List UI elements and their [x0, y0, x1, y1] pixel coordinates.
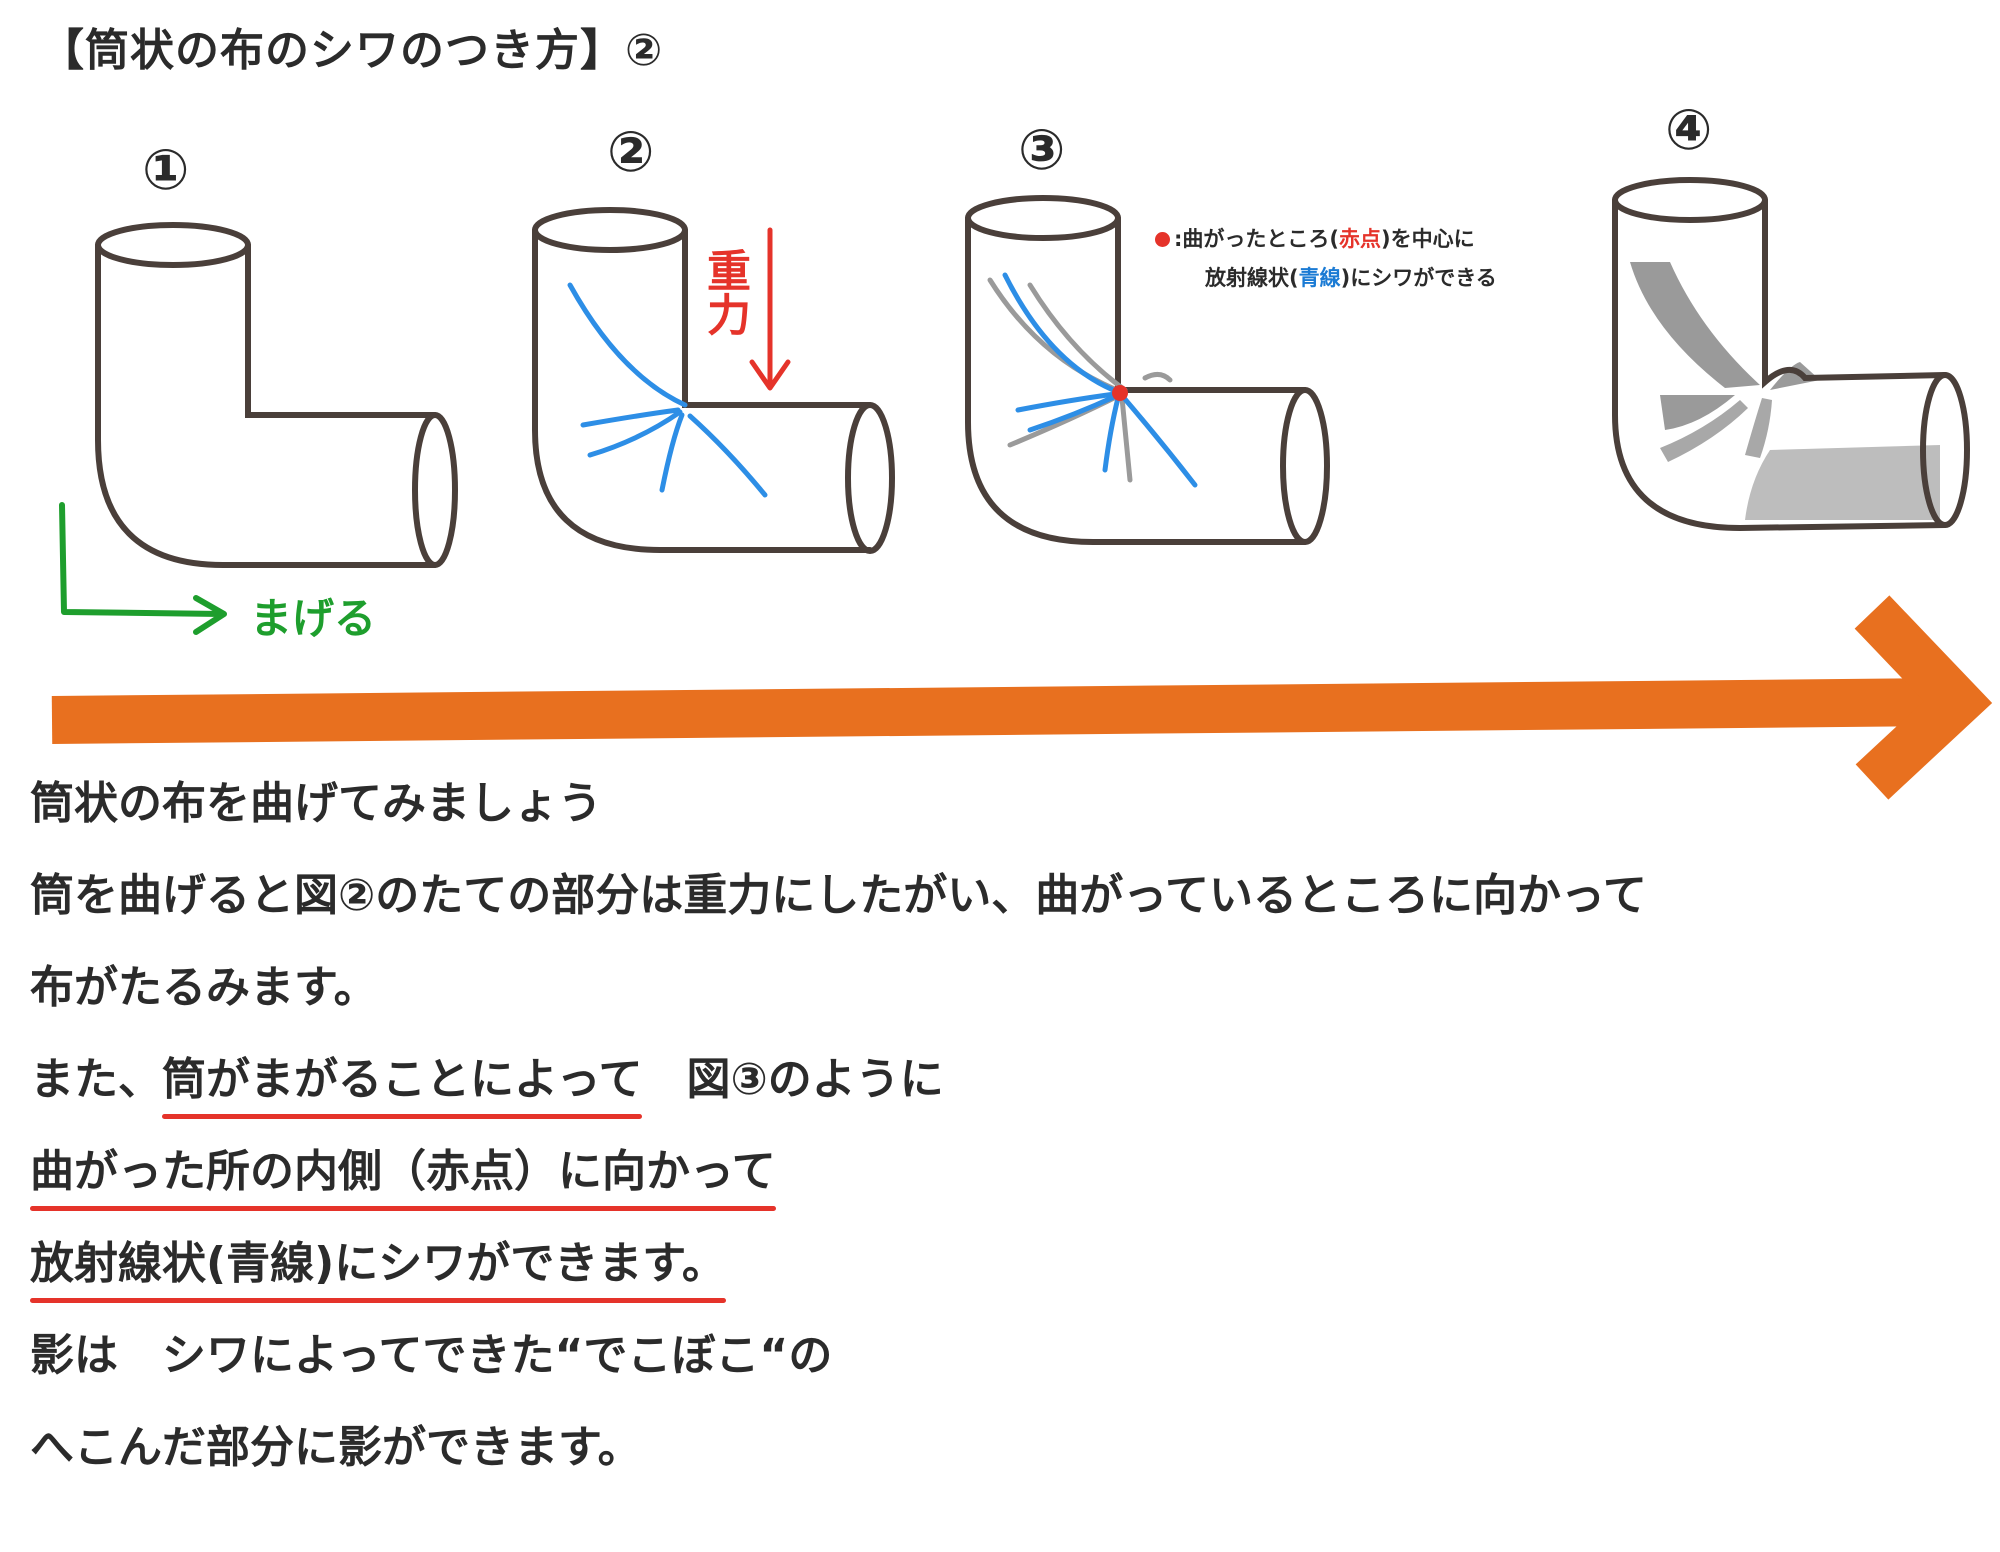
text-line-3: 布がたるみます。: [30, 962, 378, 1013]
bend-label: まげる: [250, 594, 377, 643]
underlined-phrase: 筒がまがることによって: [162, 1054, 643, 1105]
page-title: 【筒状の布のシワのつき方】②: [40, 25, 664, 76]
annotation-line-2: 放射線状(青線)にシワができる: [1205, 266, 1497, 290]
text-line-7: 影は シワによってできた“でこぼこ“の: [30, 1330, 833, 1381]
text-line-1: 筒状の布を曲げてみましょう: [30, 778, 602, 829]
shadow-shapes-4: [1630, 262, 1940, 520]
text-line-6: 放射線状(青線)にシワができます。: [30, 1238, 726, 1289]
annotation-line-1: :曲がったところ(赤点)を中心に: [1155, 223, 1475, 253]
elbow-tube-4: [1612, 177, 1970, 532]
text-line-2: 筒を曲げると図②のたての部分は重力にしたがい、曲がっているところに向かって: [30, 870, 1647, 921]
bend-arrow-icon: [59, 502, 227, 635]
elbow-tube-1: [95, 222, 458, 568]
bend-point-marker: [1112, 385, 1128, 401]
text-line-4: また、筒がまがることによって 図③のように: [30, 1054, 944, 1105]
gravity-arrow-icon: [749, 227, 791, 391]
gravity-label: 重力: [699, 248, 750, 336]
figure-number-2: ②: [607, 120, 655, 185]
figure-number-4: ④: [1665, 98, 1713, 163]
figure-number-1: ①: [142, 138, 190, 203]
explanation-text: 筒状の布を曲げてみましょう 筒を曲げると図②のたての部分は重力にしたがい、曲がっ…: [30, 758, 1930, 1494]
text-line-5: 曲がった所の内側（赤点）に向かって: [30, 1146, 776, 1197]
text-line-8: へこんだ部分に影ができます。: [30, 1422, 642, 1473]
red-dot-icon: [1155, 232, 1170, 247]
fold-lines-gray-3: [987, 277, 1173, 483]
figure-number-3: ③: [1018, 118, 1066, 183]
wrinkle-lines-3: [1002, 272, 1198, 488]
wrinkle-lines-2: [567, 282, 768, 498]
progress-arrow-icon: [51, 595, 1993, 800]
